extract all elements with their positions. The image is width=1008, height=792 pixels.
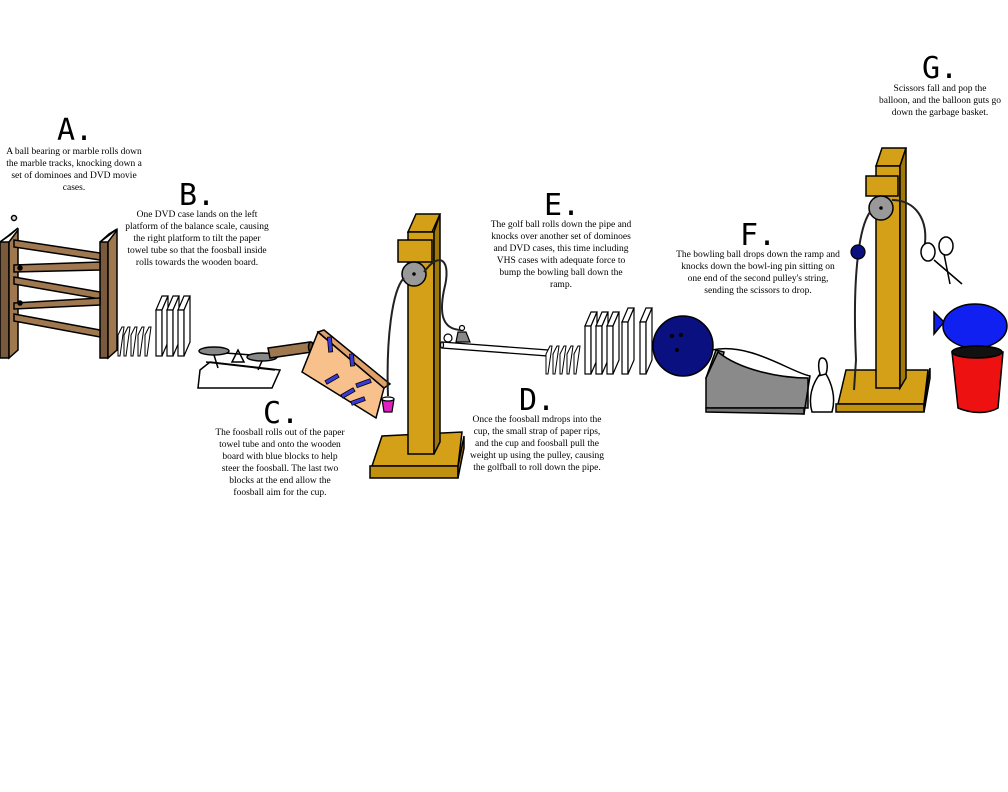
step-g-text: Scissors fall and pop the balloon, and t… xyxy=(879,84,1001,118)
pulley-icon xyxy=(835,147,931,413)
marble-track-icon xyxy=(0,214,118,360)
garbage-basket-icon xyxy=(951,345,1004,414)
step-d-letter: D. xyxy=(518,383,556,418)
step-c-letter: C. xyxy=(262,396,300,431)
step-a-letter: A. xyxy=(56,113,94,148)
step-b-letter: B. xyxy=(178,178,216,213)
paper-towel-tube-icon xyxy=(267,341,315,359)
wooden-board-icon xyxy=(301,329,392,420)
step-g-letter: G. xyxy=(921,51,959,86)
bowling-pin-icon xyxy=(809,357,835,413)
ramp-icon xyxy=(704,347,811,415)
small-weight-icon xyxy=(850,244,866,260)
domino-icon xyxy=(117,326,152,357)
cup-icon xyxy=(381,396,395,413)
step-c-text: The foosball rolls out of the paper towe… xyxy=(215,428,345,498)
step-e-text: The golf ball rolls down the pipe and kn… xyxy=(490,220,632,290)
step-e-letter: E. xyxy=(543,188,581,223)
vhs-case-icon xyxy=(584,307,653,375)
pipe-icon xyxy=(439,341,549,357)
steering-block-icon xyxy=(324,336,372,406)
step-a-text: A ball bearing or marble rolls down the … xyxy=(6,147,142,193)
bowling-ball-icon xyxy=(652,315,714,377)
scissors-icon xyxy=(920,236,963,285)
marble-icon xyxy=(10,214,18,222)
weight-icon xyxy=(455,324,471,343)
dvd-case-icon xyxy=(155,295,191,357)
step-f-letter: F. xyxy=(739,218,777,253)
golf-ball-icon xyxy=(443,333,453,343)
balance-scale-icon xyxy=(197,346,282,389)
step-b-text: One DVD case lands on the left platform … xyxy=(125,210,269,268)
step-d-text: Once the foosball mdrops into the cup, t… xyxy=(470,415,604,473)
balloon-icon xyxy=(933,303,1008,349)
step-f-text: The bowling ball drops down the ramp and… xyxy=(676,250,840,296)
pulley-icon xyxy=(369,213,465,479)
domino-icon xyxy=(545,345,581,375)
